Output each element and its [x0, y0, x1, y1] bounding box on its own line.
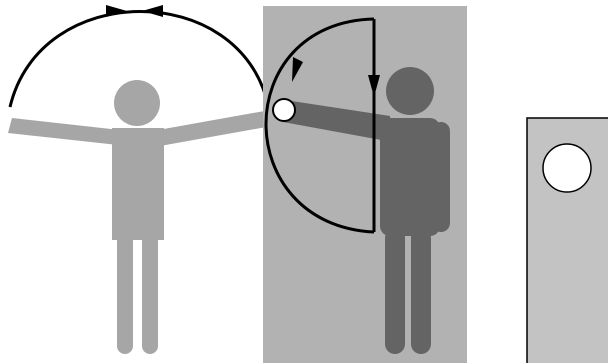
front-right-leg [142, 232, 158, 354]
front-head [114, 80, 160, 126]
front-left-arm [8, 118, 120, 145]
top-view-joint-marker [543, 144, 591, 192]
arrowhead-icon [106, 5, 127, 17]
front-right-arm [158, 110, 272, 146]
side-front-leg [385, 228, 405, 354]
side-back-leg [411, 228, 431, 354]
shoulder-joint-marker [273, 99, 295, 121]
side-rear-arm [432, 122, 450, 232]
front-view-figure [8, 80, 272, 354]
front-torso [112, 128, 164, 240]
side-head [386, 67, 434, 115]
arrowhead-icon [142, 5, 163, 17]
front-left-leg [117, 232, 133, 354]
